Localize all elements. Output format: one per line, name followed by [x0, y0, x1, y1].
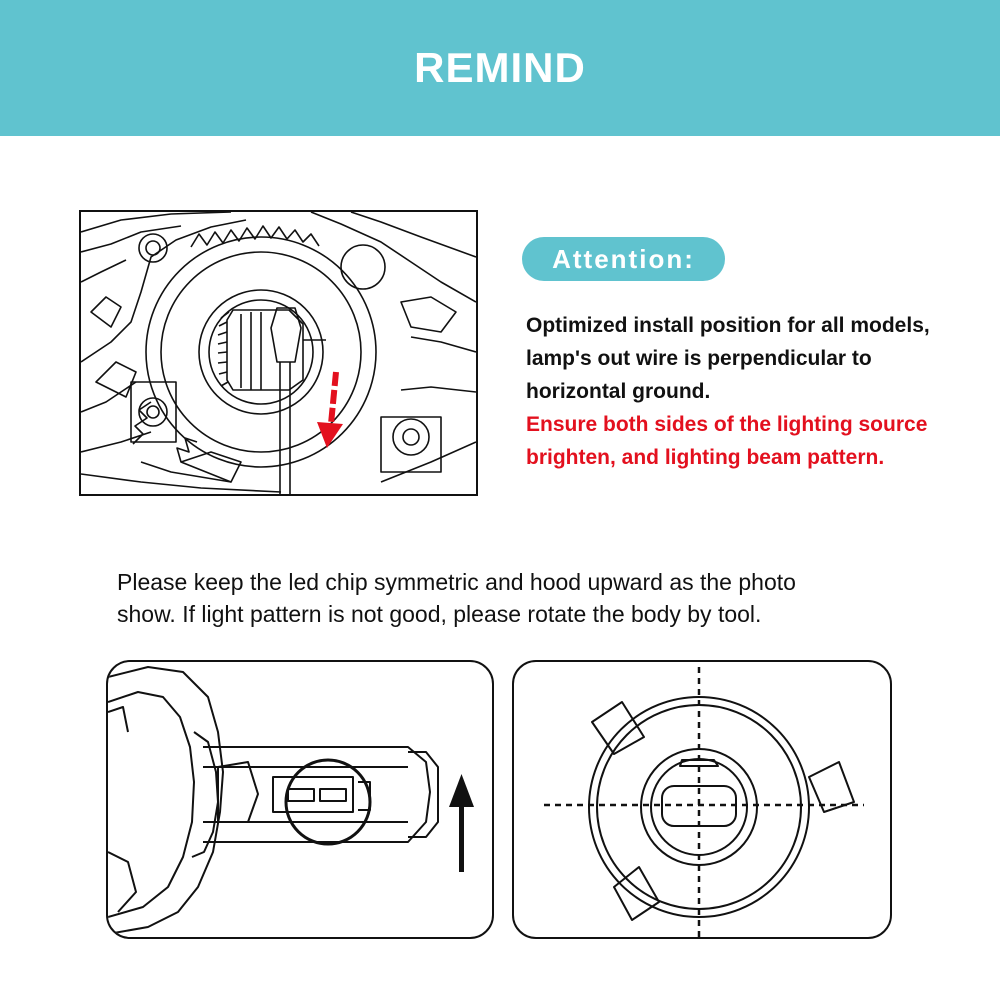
attention-line: Optimized install position for all model…	[526, 314, 930, 337]
bulb-side-view-panel	[106, 660, 494, 939]
bulb-side-view-drawing	[108, 666, 474, 935]
banner-title: REMIND	[414, 44, 586, 91]
remind-banner: REMIND	[0, 0, 1000, 136]
instruction-line: Please keep the led chip symmetric and h…	[117, 569, 796, 595]
attention-text-block: Optimized install position for all model…	[526, 309, 966, 474]
attention-label: Attention:	[552, 243, 695, 274]
attention-badge: Attention:	[522, 237, 725, 281]
black-up-arrow-icon	[449, 774, 474, 872]
attention-line: horizontal ground.	[526, 380, 711, 403]
led-chip-highlight-circle	[284, 758, 372, 846]
red-down-arrow-icon	[317, 371, 343, 448]
bulb-front-view-drawing	[544, 667, 864, 937]
attention-line: lamp's out wire is perpendicular to	[526, 347, 872, 370]
instruction-line: show. If light pattern is not good, plea…	[117, 601, 762, 627]
instruction-text: Please keep the led chip symmetric and h…	[117, 566, 917, 630]
attention-warning-line: brighten, and lighting beam pattern.	[526, 446, 885, 469]
bulb-front-view-panel	[512, 660, 892, 939]
headlamp-illustration	[79, 210, 478, 496]
attention-warning-line: Ensure both sides of the lighting source	[526, 413, 928, 436]
headlamp-drawing	[81, 212, 476, 494]
